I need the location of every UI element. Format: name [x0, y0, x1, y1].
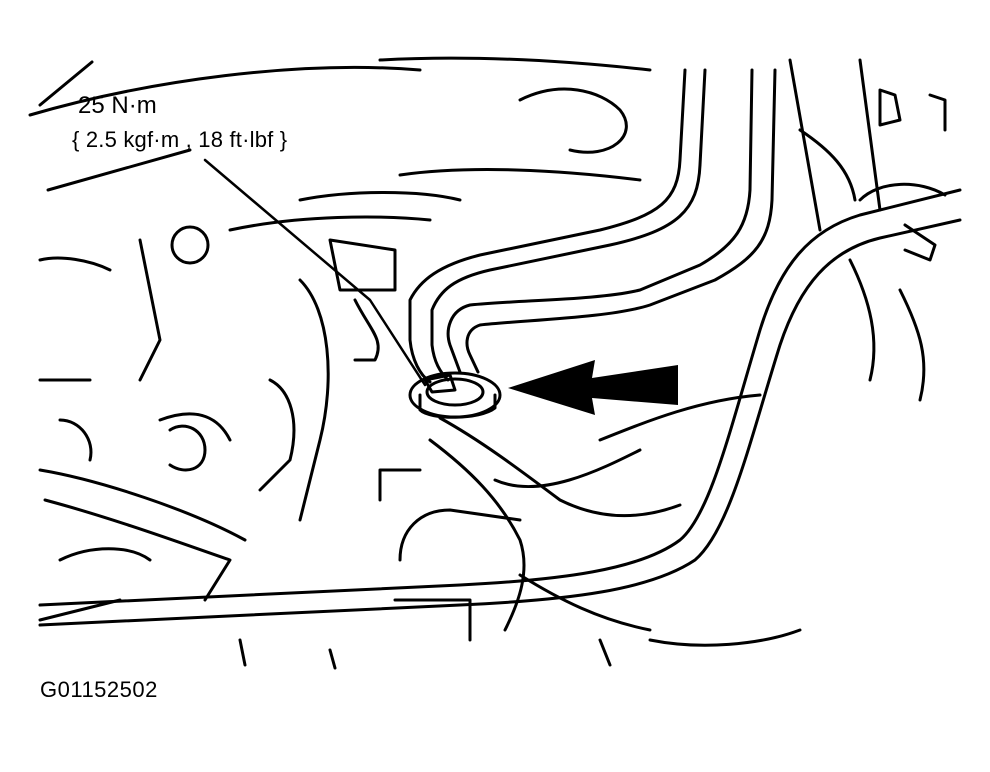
- figure-code: G01152502: [40, 677, 158, 702]
- pipe-fitting: [408, 371, 502, 419]
- vertical-pipe-lines: [408, 68, 777, 384]
- torque-value-nm: 25 N·m: [78, 92, 157, 119]
- lower-background-outlines: [238, 468, 612, 670]
- arrow-left-icon: [508, 360, 678, 415]
- right-frame-outline: [788, 58, 947, 262]
- torque-value-alt-units: { 2.5 kgf·m , 18 ft·lbf }: [72, 127, 288, 152]
- upper-background-outlines: [28, 56, 652, 232]
- left-engine-outlines: [38, 225, 397, 622]
- cross-member-tube: [38, 188, 962, 647]
- callout-leader-line: [203, 158, 427, 387]
- exhaust-pipe-body: [393, 393, 762, 642]
